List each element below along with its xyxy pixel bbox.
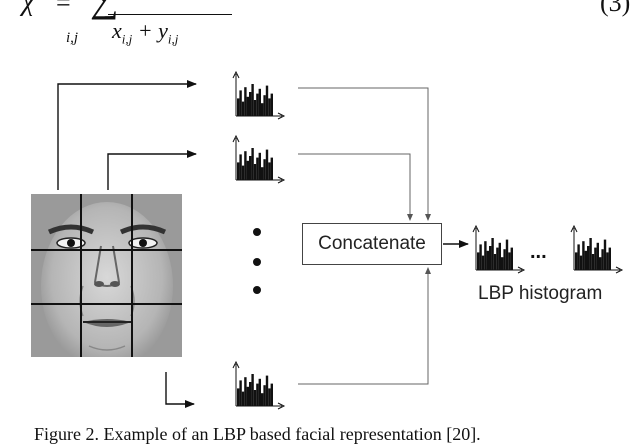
- histogram-region-n: [232, 360, 286, 410]
- denominator-y-index: i,j: [167, 31, 179, 47]
- result-ellipsis: ...: [530, 241, 547, 263]
- equation-sum-subscript: i,j: [66, 30, 79, 46]
- vertical-ellipsis: [253, 228, 261, 294]
- denominator-x-index: i,j: [121, 31, 133, 47]
- equation-lhs-symbol: χ: [22, 0, 35, 17]
- equation-sum-symbol: ∑: [90, 0, 119, 21]
- concatenate-box: Concatenate: [302, 223, 442, 265]
- arrow-hist1-to-concat: [298, 87, 431, 221]
- figure-caption: Figure 2. Example of an LBP based facial…: [34, 424, 481, 444]
- histogram-group: [232, 70, 624, 410]
- equation-fraction-bar: [108, 14, 232, 15]
- equation-denominator: xi,j + yi,j: [112, 18, 178, 47]
- face-grid: [31, 194, 182, 357]
- denominator-y: y: [158, 18, 168, 43]
- region-arrows: [57, 80, 197, 408]
- histogram-region-1: [232, 70, 286, 120]
- denominator-x: x: [112, 18, 122, 43]
- arrow-region-n: [165, 372, 195, 408]
- result-histogram-first: [472, 224, 526, 274]
- arrow-histn-to-concat: [298, 267, 431, 385]
- concat-arrows: [298, 87, 431, 385]
- equation-equals-sign: =: [56, 0, 71, 17]
- denominator-plus: +: [137, 18, 153, 43]
- lbp-histogram-label: LBP histogram: [478, 283, 603, 304]
- arrow-region-2: [107, 150, 197, 190]
- equation-number: (3): [600, 0, 630, 17]
- face-image: [31, 194, 182, 357]
- result-histogram-last: [570, 224, 624, 274]
- concatenate-label: Concatenate: [318, 233, 426, 254]
- arrow-hist2-to-concat: [298, 153, 413, 221]
- histogram-region-2: [232, 134, 286, 184]
- arrow-region-1: [57, 80, 197, 190]
